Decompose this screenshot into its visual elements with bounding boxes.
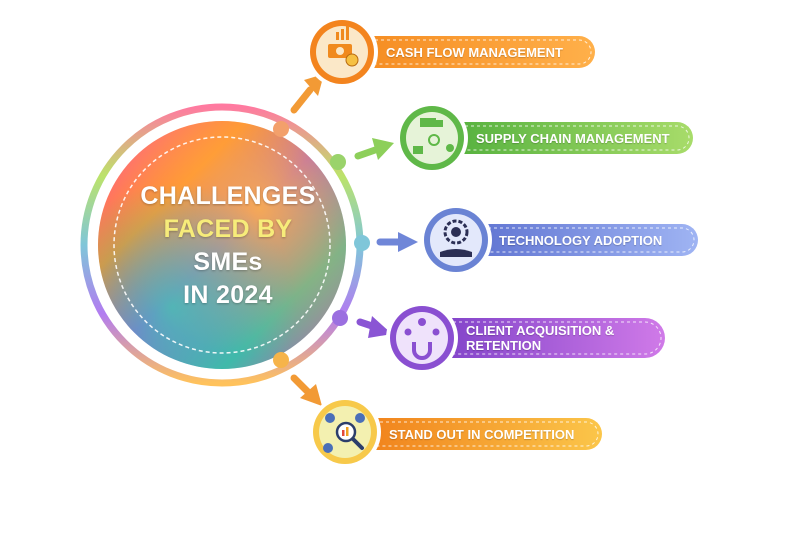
ring-dots [273,121,370,368]
label-cash-flow: CASH FLOW MANAGEMENT [386,45,563,60]
center-circle [98,121,346,369]
title-line-3: SMEs [193,248,263,276]
supply-chain-icon [396,102,468,174]
label-client: CLIENT ACQUISITION & RETENTION [466,323,615,353]
title-line-4: IN 2024 [183,281,273,309]
arrow-technology [376,232,418,252]
idea-gear-hand-icon [420,204,492,276]
center-title: CHALLENGES FACED BY SMEs IN 2024 [108,180,348,312]
title-line-1: CHALLENGES [140,182,316,210]
arrow-client [356,316,392,338]
client-magnet-icon [386,302,458,374]
cash-flow-icon [306,16,378,88]
arrow-supply-chain [354,138,394,160]
arrow-competition [290,374,322,406]
label-competition: STAND OUT IN COMPETITION [389,427,575,442]
title-line-2: FACED BY [163,215,293,243]
label-supply-chain: SUPPLY CHAIN MANAGEMENT [476,131,670,146]
competition-search-icon [309,396,381,468]
label-technology: TECHNOLOGY ADOPTION [499,233,663,248]
